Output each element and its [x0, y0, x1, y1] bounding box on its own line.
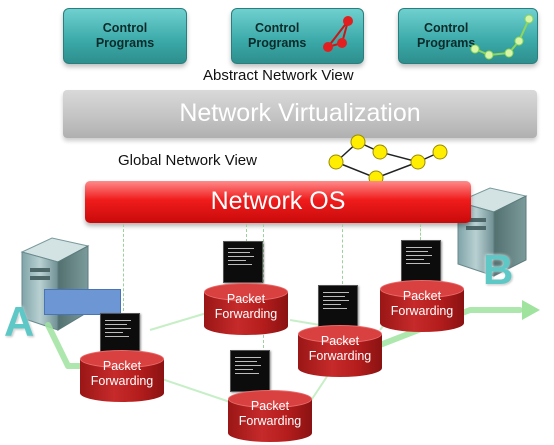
- forwarding-label: Packet: [250, 399, 290, 413]
- control-program-box-1: Control Programs: [63, 8, 187, 64]
- control-link-3: [342, 224, 343, 284]
- global-network-view-label: Global Network View: [118, 152, 257, 169]
- red-graph-icon: [323, 16, 353, 52]
- terminal-icon: [223, 241, 263, 283]
- forwarding-label: Forwarding: [90, 374, 154, 388]
- control-program-box-3: Control Programs: [398, 8, 538, 64]
- abstract-network-view-label: Abstract Network View: [203, 67, 354, 84]
- control-program-label-1: Control: [102, 21, 148, 35]
- forwarding-label: Packet: [226, 292, 266, 306]
- forwarding-label: Forwarding: [214, 307, 278, 321]
- network-virtualization-bar: Network Virtualization: [63, 90, 537, 138]
- terminal-icon: [230, 350, 270, 392]
- endpoint-b-label: B: [483, 246, 514, 293]
- control-link-2: [246, 224, 247, 242]
- terminal-icon: [100, 313, 140, 355]
- control-program-label-2: Control: [254, 21, 300, 35]
- forwarding-label: Packet: [402, 289, 442, 303]
- forwarding-label: Packet: [320, 334, 360, 348]
- network-virtualization-label: Network Virtualization: [179, 99, 421, 127]
- control-program-label-1b: Programs: [95, 36, 155, 50]
- control-link-4: [420, 224, 421, 240]
- control-link-1: [123, 224, 124, 316]
- host-label-box: [44, 289, 121, 315]
- network-os-bar: Network OS: [85, 181, 471, 223]
- lime-graph-icon: [470, 14, 534, 60]
- control-program-label-3b: Programs: [417, 36, 476, 50]
- control-program-label-2b: Programs: [248, 36, 307, 50]
- control-program-box-2: Control Programs: [231, 8, 364, 64]
- forwarding-label: Packet: [102, 359, 142, 373]
- terminal-icon: [401, 240, 441, 282]
- server-b-icon: [456, 187, 528, 277]
- network-os-label: Network OS: [210, 187, 346, 215]
- forwarding-label: Forwarding: [238, 414, 302, 428]
- terminal-icon: [318, 285, 358, 327]
- global-view-graph-icon: [328, 134, 448, 182]
- forwarding-label: Forwarding: [390, 304, 454, 318]
- control-program-label-3: Control: [423, 21, 469, 35]
- forwarding-label: Forwarding: [308, 349, 372, 363]
- endpoint-a-label: A: [4, 298, 35, 345]
- path-arrowhead: [522, 300, 540, 320]
